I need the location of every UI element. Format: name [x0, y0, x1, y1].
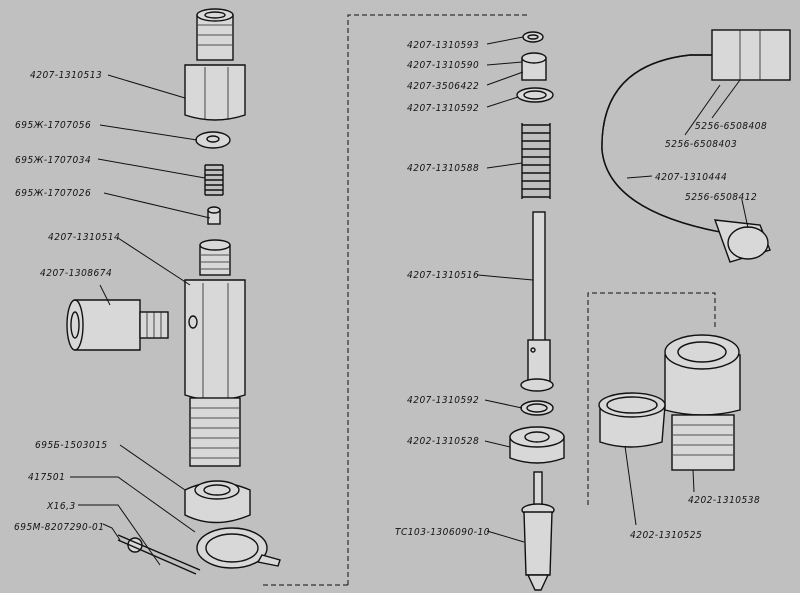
part-label: 4207-1310516: [407, 270, 479, 281]
washer-part: [195, 131, 231, 149]
part-label: 4207-1310514: [48, 232, 120, 243]
high-pressure-pipe-part: [601, 29, 791, 263]
part-label: X16,3: [46, 501, 76, 512]
union-nut-part: [184, 8, 246, 121]
part-label: 4207-1310588: [407, 163, 479, 174]
part-label: TC103-1306090-10: [395, 527, 490, 538]
part-label: 695Ж-1707034: [15, 155, 91, 166]
spacer-part: [509, 426, 565, 464]
part-label: 4207-1310592: [407, 395, 479, 406]
part-label: 4207-1310513: [30, 70, 102, 81]
part-label: 4202-1310525: [630, 530, 702, 541]
sleeve-ring-part: [598, 392, 666, 448]
part-label: 4207-1310593: [407, 40, 479, 51]
nozzle-part: [521, 471, 555, 591]
part-label: 4207-1310444: [655, 172, 727, 183]
part-label: 5256-6508403: [665, 139, 737, 150]
part-label: 5256-6508408: [695, 121, 767, 132]
side-fitting-part: [66, 299, 169, 351]
middle-group-frame: [262, 14, 530, 586]
right-group-frame: [587, 292, 716, 505]
leader-lines: [70, 36, 749, 566]
part-label: 695Ж-1707056: [15, 120, 91, 131]
part-label: 417501: [28, 472, 65, 483]
middle-lower-ring-part: [520, 400, 554, 416]
middle-spring-part: [521, 123, 551, 199]
part-label: 695Б-1503015: [35, 440, 108, 451]
part-label: 4207-1310592: [407, 103, 479, 114]
part-label: 4202-1310538: [688, 495, 760, 506]
plunger-rod-part: [520, 211, 554, 392]
part-label: 695M-8207290-01: [14, 522, 104, 533]
part-label: 4207-1308674: [40, 268, 112, 279]
right-union-nut-part: [664, 334, 741, 471]
valve-part: [207, 206, 221, 225]
lock-plate-part: [196, 527, 281, 569]
lock-nut-part: [184, 480, 251, 524]
part-label: 4207-1310590: [407, 60, 479, 71]
part-label: 4202-1310528: [407, 436, 479, 447]
part-label: 695Ж-1707026: [15, 188, 91, 199]
part-label: 4207-3506422: [407, 81, 479, 92]
spring-part: [204, 164, 224, 196]
pin-part: [117, 534, 201, 575]
holder-body-part: [184, 239, 246, 467]
part-label: 5256-6508412: [685, 192, 757, 203]
middle-rings-part: [516, 31, 554, 103]
